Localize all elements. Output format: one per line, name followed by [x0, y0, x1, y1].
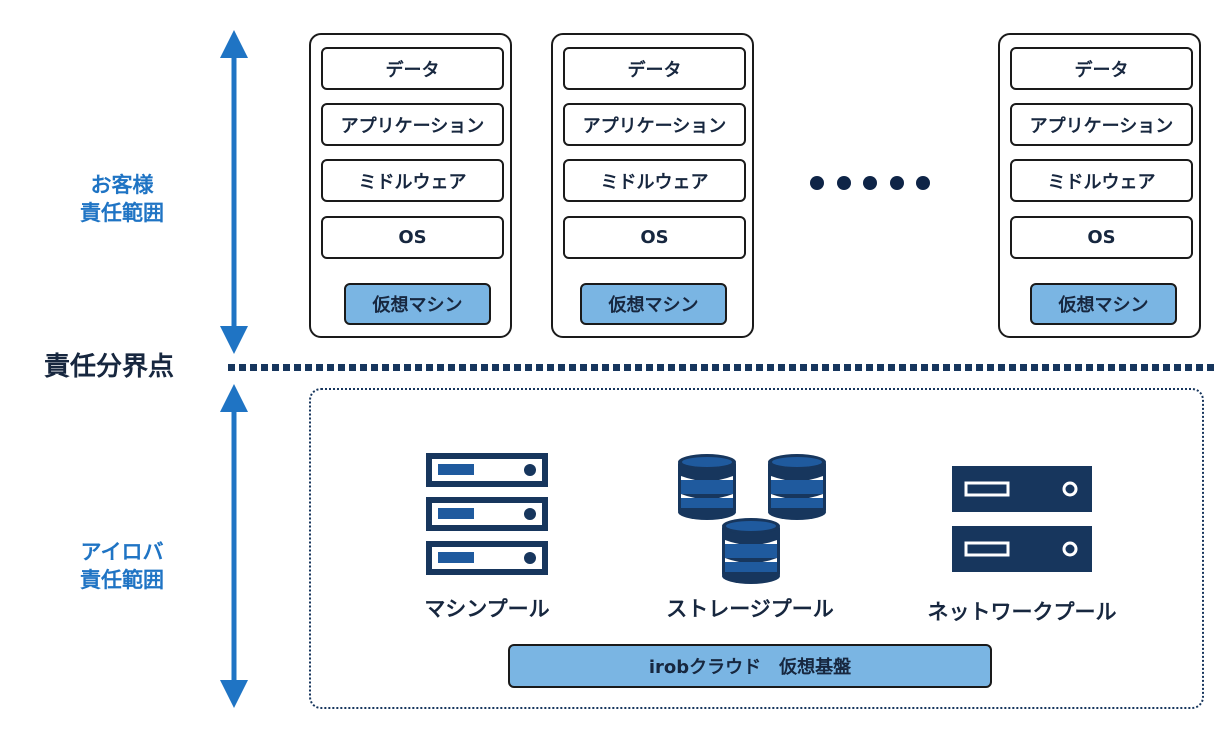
vm-stack: データ アプリケーション ミドルウェア OS 仮想マシン: [309, 33, 512, 338]
virtual-machine-label: 仮想マシン: [344, 283, 491, 325]
machine-pool-label: マシンプール: [424, 597, 550, 621]
vm-stack: データ アプリケーション ミドルウェア OS 仮想マシン: [998, 33, 1201, 338]
responsibility-boundary-line: [228, 364, 1217, 371]
storage-database-icon: [678, 454, 826, 584]
layer-data: データ: [321, 47, 504, 90]
irobuilder-scope-label: アイロバ 責任範囲: [62, 538, 182, 594]
ellipsis-dot: [810, 176, 824, 190]
customer-scope-label: お客様 責任範囲: [62, 171, 182, 227]
vm-stack: データ アプリケーション ミドルウェア OS 仮想マシン: [551, 33, 754, 338]
customer-scope-line1: お客様: [90, 173, 154, 197]
irobuilder-scope-line1: アイロバ: [80, 540, 164, 564]
ellipsis-dot: [863, 176, 877, 190]
network-pool-label: ネットワークプール: [927, 600, 1117, 624]
network-switch-icon: [952, 466, 1092, 572]
layer-os: OS: [1010, 216, 1193, 259]
layer-application: アプリケーション: [321, 103, 504, 146]
ellipsis-dot: [836, 176, 851, 190]
layer-application: アプリケーション: [1010, 103, 1193, 146]
customer-scope-line2: 責任範囲: [80, 201, 164, 225]
ellipsis-dot: [916, 176, 930, 190]
ellipsis-dot: [889, 176, 904, 190]
layer-data: データ: [563, 47, 746, 90]
layer-middleware: ミドルウェア: [1010, 159, 1193, 202]
customer-scope-arrow: [220, 30, 248, 354]
layer-os: OS: [563, 216, 746, 259]
virtual-machine-label: 仮想マシン: [580, 283, 727, 325]
irobuilder-scope-line2: 責任範囲: [80, 568, 164, 592]
virtualization-platform-bar: irobクラウド 仮想基盤: [508, 644, 992, 688]
layer-data: データ: [1010, 47, 1193, 90]
irobuilder-scope-arrow: [220, 384, 248, 708]
responsibility-boundary-label: 責任分界点: [44, 352, 175, 382]
layer-middleware: ミドルウェア: [563, 159, 746, 202]
storage-pool-label: ストレージプール: [666, 597, 834, 621]
layer-os: OS: [321, 216, 504, 259]
virtual-machine-label: 仮想マシン: [1030, 283, 1177, 325]
layer-middleware: ミドルウェア: [321, 159, 504, 202]
infrastructure-area: [309, 388, 1204, 709]
server-rack-icon: [426, 453, 548, 575]
ellipsis-dots: [810, 171, 930, 195]
layer-application: アプリケーション: [563, 103, 746, 146]
